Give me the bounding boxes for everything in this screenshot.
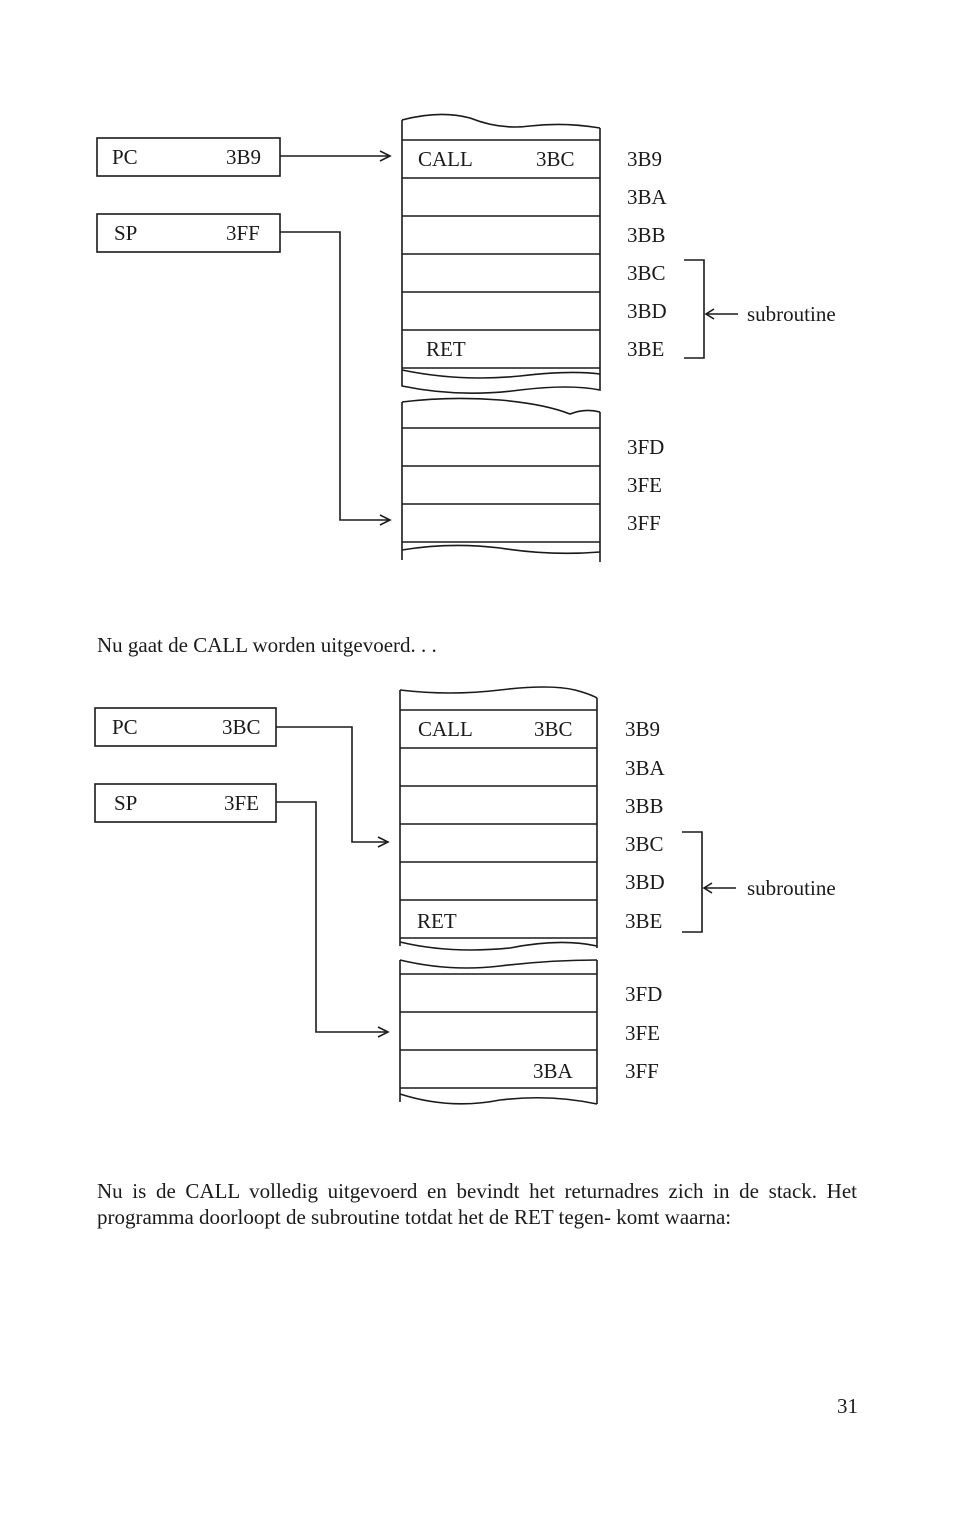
memory-address: 3BD: [627, 299, 667, 323]
memory-cell-content: CALL: [418, 147, 473, 171]
sp-register-value: 3FF: [226, 221, 260, 245]
stack-memory-outline: [399, 960, 598, 1104]
sp-arrow-head: [379, 514, 392, 526]
subroutine-label: subroutine: [747, 876, 836, 900]
pc-pointer-line: [276, 726, 386, 843]
memory-address: 3BC: [625, 832, 664, 856]
memory-address: 3BD: [625, 870, 665, 894]
stack-address: 3FE: [627, 473, 663, 497]
pc-register-value: 3B9: [226, 145, 262, 169]
memory-address: 3BB: [627, 223, 666, 247]
subroutine-bracket: [682, 831, 703, 933]
subroutine-bracket: [684, 259, 705, 359]
sp-register-box: [96, 213, 281, 253]
diagram-lines: [94, 686, 736, 1105]
stack-cell-content: 3BA: [533, 1059, 573, 1083]
sp-register-value: 3FE: [224, 791, 260, 815]
stack-memory-torn-top: [399, 959, 598, 969]
memory-cell-operand: 3BC: [534, 717, 573, 741]
caption-between: Nu gaat de CALL worden uitgevoerd. . .: [97, 633, 437, 657]
program-memory-torn-bottom: [399, 941, 598, 951]
program-memory-outline: [401, 120, 601, 394]
subroutine-label: subroutine: [747, 302, 836, 326]
stack-memory-torn-bottom: [401, 544, 601, 555]
memory-address: 3BC: [627, 261, 666, 285]
stack-address: 3FF: [627, 511, 661, 535]
subroutine-arrow-head: [702, 882, 713, 894]
diagram-lines: [96, 113, 738, 562]
stack-memory-torn-top: [401, 397, 601, 415]
sp-arrow-head: [377, 1026, 390, 1038]
memory-address: 3B9: [627, 147, 663, 171]
sp-register-box: [94, 783, 277, 823]
memory-cell-content: CALL: [418, 717, 473, 741]
sp-register-label: SP: [114, 791, 138, 815]
stack-address: 3FE: [625, 1021, 661, 1045]
memory-address: 3BE: [625, 909, 663, 933]
stack-address: 3FD: [627, 435, 665, 459]
memory-address: 3B9: [625, 717, 661, 741]
paragraph-line: stack. Het programma doorloopt de subrou…: [97, 1179, 858, 1229]
pc-register-label: PC: [112, 145, 138, 169]
pc-arrow-head: [379, 150, 392, 162]
stack-address: 3FF: [625, 1059, 659, 1083]
program-memory-outline: [399, 690, 598, 948]
memory-address: 3BA: [625, 756, 665, 780]
program-memory-torn-top: [399, 686, 598, 699]
subroutine-arrow-head: [704, 308, 715, 320]
pc-register-box: [96, 137, 281, 177]
memory-address: 3BB: [625, 794, 664, 818]
page-number: 31: [837, 1394, 858, 1418]
stack-memory-torn-bottom: [399, 1093, 598, 1105]
memory-address: 3BE: [627, 337, 665, 361]
memory-address: 3BA: [627, 185, 667, 209]
paragraph-line: Nu is de CALL volledig uitgevoerd en bev…: [97, 1179, 759, 1203]
paragraph-line: komt waarna:: [616, 1205, 732, 1229]
memory-cell-content: RET: [417, 909, 457, 933]
stack-address: 3FD: [625, 982, 663, 1006]
pc-register-label: PC: [112, 715, 138, 739]
memory-cell-content: RET: [426, 337, 466, 361]
sp-pointer-line: [276, 801, 386, 1033]
body-paragraph: Nu is de CALL volledig uitgevoerd en bev…: [97, 1178, 857, 1230]
pc-register-value: 3BC: [222, 715, 261, 739]
memory-diagram-before-call: PC 3B9 SP 3FF CALL 3BC RET 3B9 3BA 3BB 3…: [0, 100, 970, 580]
pc-arrow-head: [377, 836, 390, 848]
sp-register-label: SP: [114, 221, 138, 245]
program-memory-torn-top: [401, 113, 601, 129]
program-memory-torn-bottom: [401, 369, 601, 379]
memory-cell-operand: 3BC: [536, 147, 575, 171]
memory-diagram-after-call: PC 3BC SP 3FE CALL 3BC RET 3B9 3BA 3BB 3…: [0, 670, 970, 1120]
stack-memory-outline: [401, 402, 601, 562]
sp-pointer-line: [280, 231, 388, 521]
